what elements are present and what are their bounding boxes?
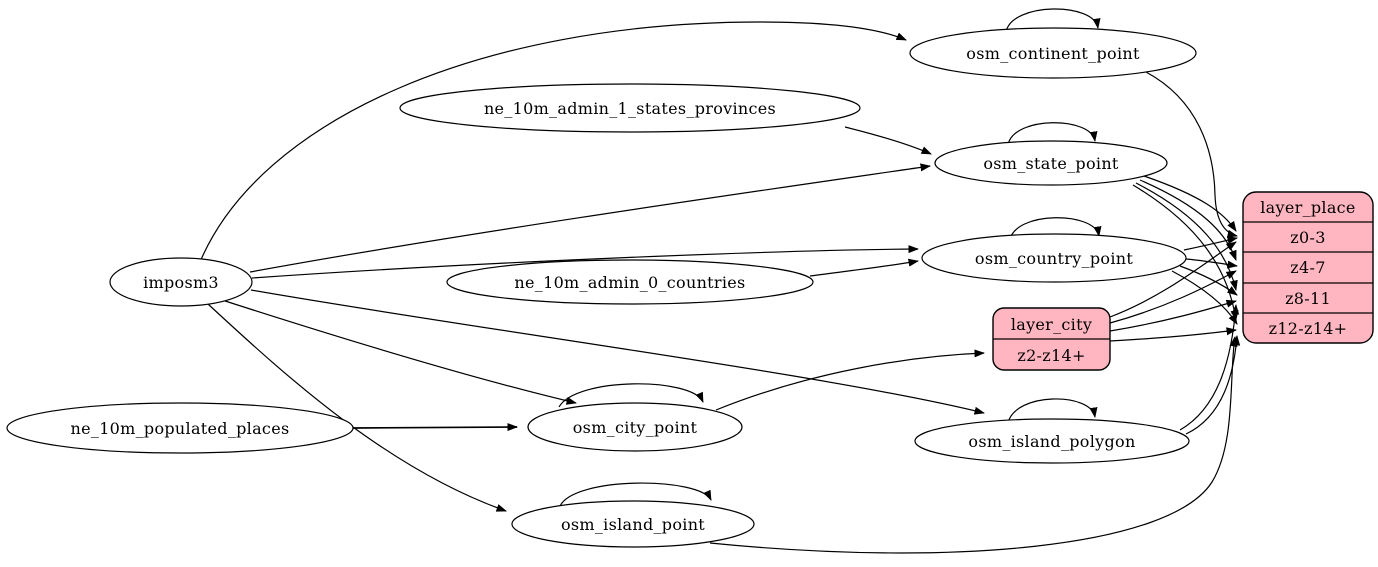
ne-10m-admin-0-countries-label: ne_10m_admin_0_countries — [514, 273, 745, 292]
node-ne-10m-populated-places: ne_10m_populated_places — [6, 402, 354, 454]
imposm3-label: imposm3 — [143, 273, 219, 292]
selfloop-city — [558, 383, 704, 408]
edge-islandpolygon-z12 — [1185, 335, 1241, 435]
node-imposm3: imposm3 — [109, 257, 253, 307]
edge-country-z0 — [1183, 236, 1238, 251]
edge-imposm3-continent — [199, 21, 907, 263]
edge-ne0-country — [809, 258, 919, 277]
node-layer-city: layer_city z2-z14+ — [992, 307, 1111, 371]
osm-country-point-label: osm_country_point — [975, 249, 1133, 268]
node-osm-continent-point: osm_continent_point — [909, 27, 1197, 79]
edge-layercity-z0 — [1109, 241, 1237, 318]
osm-continent-point-label: osm_continent_point — [966, 44, 1140, 63]
node-osm-island-point: osm_island_point — [511, 500, 755, 548]
layer-place-shape — [1242, 191, 1374, 344]
selfloop-continent — [1005, 8, 1101, 33]
edge-layercity-z12 — [1109, 327, 1237, 342]
osm-island-point-label: osm_island_point — [561, 515, 705, 534]
ne-10m-populated-places-shape — [6, 402, 354, 454]
layer-place-row-z8-11: z8-11 — [1285, 289, 1331, 308]
selfloop-island-point — [559, 482, 712, 507]
edge-layercity-z8 — [1109, 299, 1237, 332]
layer-city-title: layer_city — [1011, 315, 1092, 334]
edge-imposm3-city — [221, 299, 577, 405]
layer-place-row-z4-7: z4-7 — [1290, 258, 1325, 277]
node-ne-10m-admin-1-states-provinces: ne_10m_admin_1_states_provinces — [399, 83, 861, 133]
edge-country-z4 — [1185, 258, 1238, 269]
osm-island-polygon-shape — [914, 418, 1190, 464]
edge-state-z4 — [1139, 179, 1237, 261]
edge-state-z0 — [1143, 175, 1237, 232]
osm-country-point-shape — [921, 233, 1187, 283]
node-layer-place: layer_place z0-3 z4-7 z8-11 z12-z14+ — [1242, 191, 1374, 344]
ne-10m-populated-places-label: ne_10m_populated_places — [71, 419, 290, 438]
layer-place-row-z0-3: z0-3 — [1290, 228, 1325, 247]
osm-city-point-shape — [527, 402, 743, 452]
osm-island-polygon-label: osm_island_polygon — [968, 432, 1135, 451]
edge-layercity-z4 — [1109, 270, 1237, 324]
node-osm-state-point: osm_state_point — [934, 140, 1168, 186]
edge-nepop-city — [352, 423, 518, 432]
edge-imposm3-state — [249, 163, 931, 273]
ne-10m-admin-1-states-provinces-label: ne_10m_admin_1_states_provinces — [484, 99, 776, 118]
osm-island-point-shape — [511, 500, 755, 548]
layer-place-row-z12-z14: z12-z14+ — [1269, 319, 1348, 338]
osm-state-point-label: osm_state_point — [983, 154, 1119, 173]
edge-city-layercity — [715, 349, 985, 411]
osm-state-point-shape — [934, 140, 1168, 186]
node-ne-10m-admin-0-countries: ne_10m_admin_0_countries — [446, 259, 814, 305]
imposm3-shape — [109, 257, 253, 307]
edge-islandpolygon-z8 — [1179, 304, 1240, 431]
edge-continent-z0 — [1145, 71, 1238, 238]
layer-place-title: layer_place — [1260, 198, 1355, 217]
edge-imposm3-island-polygon — [250, 289, 985, 415]
ne-10m-admin-0-countries-shape — [446, 259, 814, 305]
node-osm-country-point: osm_country_point — [921, 233, 1187, 283]
layer-city-row-z2-z14: z2-z14+ — [1017, 346, 1085, 365]
selfloop-state — [1007, 122, 1098, 146]
edge-ne1-state — [844, 126, 932, 155]
node-group: imposm3 ne_10m_populated_places ne_10m_a… — [6, 27, 1197, 548]
node-osm-city-point: osm_city_point — [527, 402, 743, 452]
edge-islandpoint-z12 — [709, 336, 1238, 554]
osm-continent-point-shape — [909, 27, 1197, 79]
ne-10m-admin-1-states-provinces-shape — [399, 83, 861, 133]
node-osm-island-polygon: osm_island_polygon — [914, 418, 1190, 464]
osm-city-point-label: osm_city_point — [573, 418, 698, 437]
selfloop-country — [1009, 217, 1102, 241]
edge-imposm3-country — [251, 245, 919, 279]
selfloop-island-polygon — [1007, 398, 1098, 424]
